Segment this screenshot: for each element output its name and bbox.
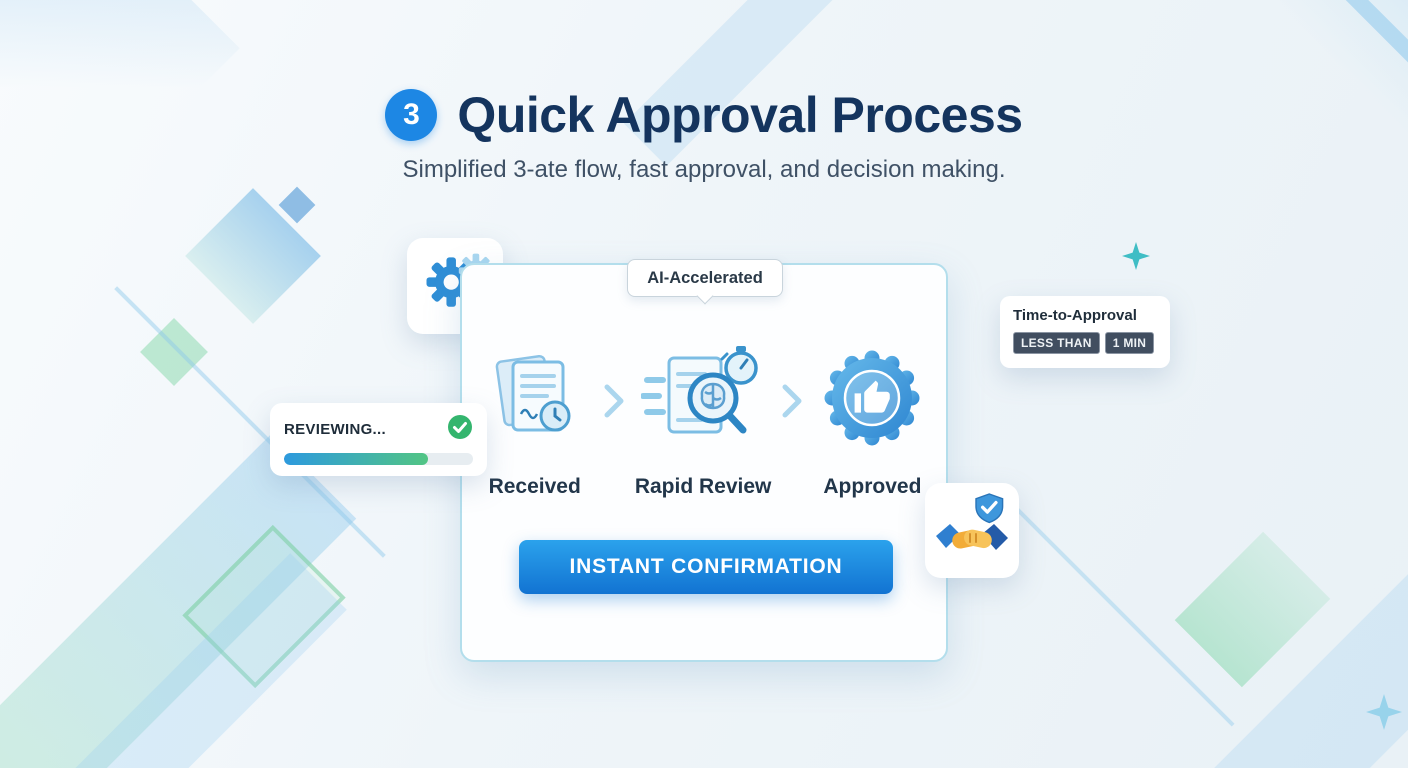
instant-confirmation-button[interactable]: INSTANT CONFIRMATION	[519, 540, 893, 594]
time-to-approval-card: Time-to-Approval LESS THAN 1 MIN	[1000, 296, 1170, 368]
bg-shape	[182, 524, 346, 689]
step-received: Received	[468, 323, 601, 499]
ai-accelerated-badge: AI-Accelerated	[627, 259, 783, 297]
check-circle-icon	[447, 414, 473, 445]
magnifier-brain-stopwatch-icon	[641, 323, 765, 473]
agreement-card	[925, 483, 1019, 578]
sparkle-star-icon	[1366, 694, 1402, 730]
step-approved: Approved	[805, 323, 940, 499]
page-subtitle: Simplified 3-ate flow, fast approval, an…	[402, 156, 1006, 183]
bg-shape	[1005, 497, 1235, 727]
less-than-badge: LESS THAN	[1013, 332, 1100, 354]
reviewing-card: REVIEWING...	[270, 403, 487, 476]
handshake-shield-icon	[936, 492, 1008, 569]
header: 3 Quick Approval Process Simplified 3-at…	[0, 86, 1408, 184]
bg-shape	[140, 318, 208, 386]
document-clock-icon	[489, 323, 581, 473]
step-rapid-review: Rapid Review	[627, 323, 778, 499]
process-card: Received	[460, 263, 948, 662]
bg-shape	[0, 433, 357, 768]
bg-shape	[1174, 504, 1408, 768]
chevron-right-icon	[601, 381, 627, 421]
progress-fill	[284, 453, 428, 465]
process-steps: Received	[468, 323, 940, 499]
chevron-right-icon	[779, 381, 805, 421]
reviewing-label: REVIEWING...	[284, 421, 386, 438]
one-min-badge: 1 MIN	[1104, 332, 1155, 354]
bg-shape	[1174, 531, 1331, 688]
progress-bar	[284, 453, 473, 465]
bg-shape	[278, 186, 316, 224]
sparkle-star-icon	[1122, 242, 1150, 270]
time-card-title: Time-to-Approval	[1013, 307, 1137, 324]
page-title: Quick Approval Process	[457, 87, 1023, 143]
step-label: Rapid Review	[634, 475, 772, 498]
seal-thumbs-up-icon	[820, 323, 924, 473]
bg-shape	[0, 553, 347, 768]
step-label: Received	[488, 475, 581, 498]
step-label: Approved	[823, 475, 922, 498]
bg-shape	[185, 188, 321, 324]
step-number-badge: 3	[385, 89, 438, 141]
